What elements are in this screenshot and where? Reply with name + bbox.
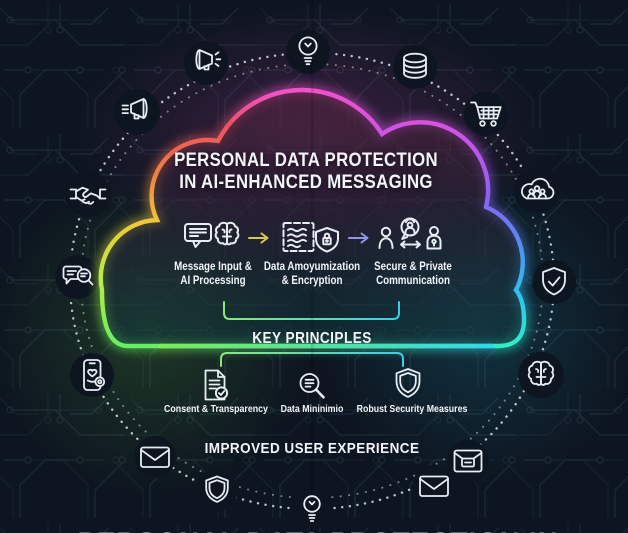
- title-line-2: IN AI-ENHANCED MESSAGING: [179, 171, 433, 193]
- envelope-icon: [140, 446, 170, 468]
- principle-1-label: Consent & Transparency: [164, 403, 268, 415]
- lightbulb-icon: [303, 495, 321, 522]
- magnifier-icon: [299, 373, 325, 399]
- flow-step-2-label: Data Amoyumization & Encryption: [263, 261, 361, 287]
- shopping-cart-icon: [470, 101, 502, 127]
- document-check-icon: [204, 369, 228, 401]
- cloud-users-icon: [521, 177, 555, 200]
- title-line-1: PERSONAL DATA PROTECTION: [174, 149, 438, 171]
- bottom-caption: PERSONAL DATA PROTECTION IN: [78, 527, 559, 533]
- handshake-icon: [69, 186, 107, 205]
- flow-arrow-1: [248, 232, 269, 244]
- megaphone-speaker-icon: [121, 98, 148, 120]
- shield-check-icon: [542, 267, 566, 296]
- principle-3-label: Robust Security Measures: [356, 403, 468, 415]
- shield-icon: [395, 368, 421, 398]
- key-principles-heading: KEY PRINCIPLES: [252, 330, 372, 347]
- phone-care-icon: [83, 359, 106, 391]
- fold-seam: [311, 0, 314, 533]
- flow-step-3-label: Secure & Private Communication: [374, 261, 452, 287]
- shield-icon: [205, 475, 229, 503]
- cloud-outline: [95, 85, 530, 351]
- megaphone-icon: [195, 49, 222, 71]
- principle-2-label: Data Mininimio: [280, 403, 344, 415]
- chat-brain-icon: [184, 221, 240, 248]
- chat-search-icon: [62, 265, 94, 286]
- key-principles-bracket-top: [223, 301, 400, 320]
- document-shield-icon: [282, 222, 339, 253]
- key-principles-bracket-bottom: [220, 352, 404, 367]
- envelope-card-icon: [453, 449, 483, 473]
- page-title: PERSONAL DATA PROTECTION IN AI-ENHANCED …: [174, 149, 438, 193]
- lightbulb-icon: [298, 36, 318, 66]
- flow-arrow-2: [348, 232, 369, 244]
- people-communication-icon: [378, 217, 442, 250]
- flow-step-1-label: Message Input & AI Processing: [174, 261, 252, 287]
- brain-icon: [527, 360, 555, 386]
- outcome-heading: IMPROVED USER EXPERIENCE: [204, 440, 420, 457]
- envelope-icon: [419, 475, 449, 497]
- database-icon: [403, 52, 427, 79]
